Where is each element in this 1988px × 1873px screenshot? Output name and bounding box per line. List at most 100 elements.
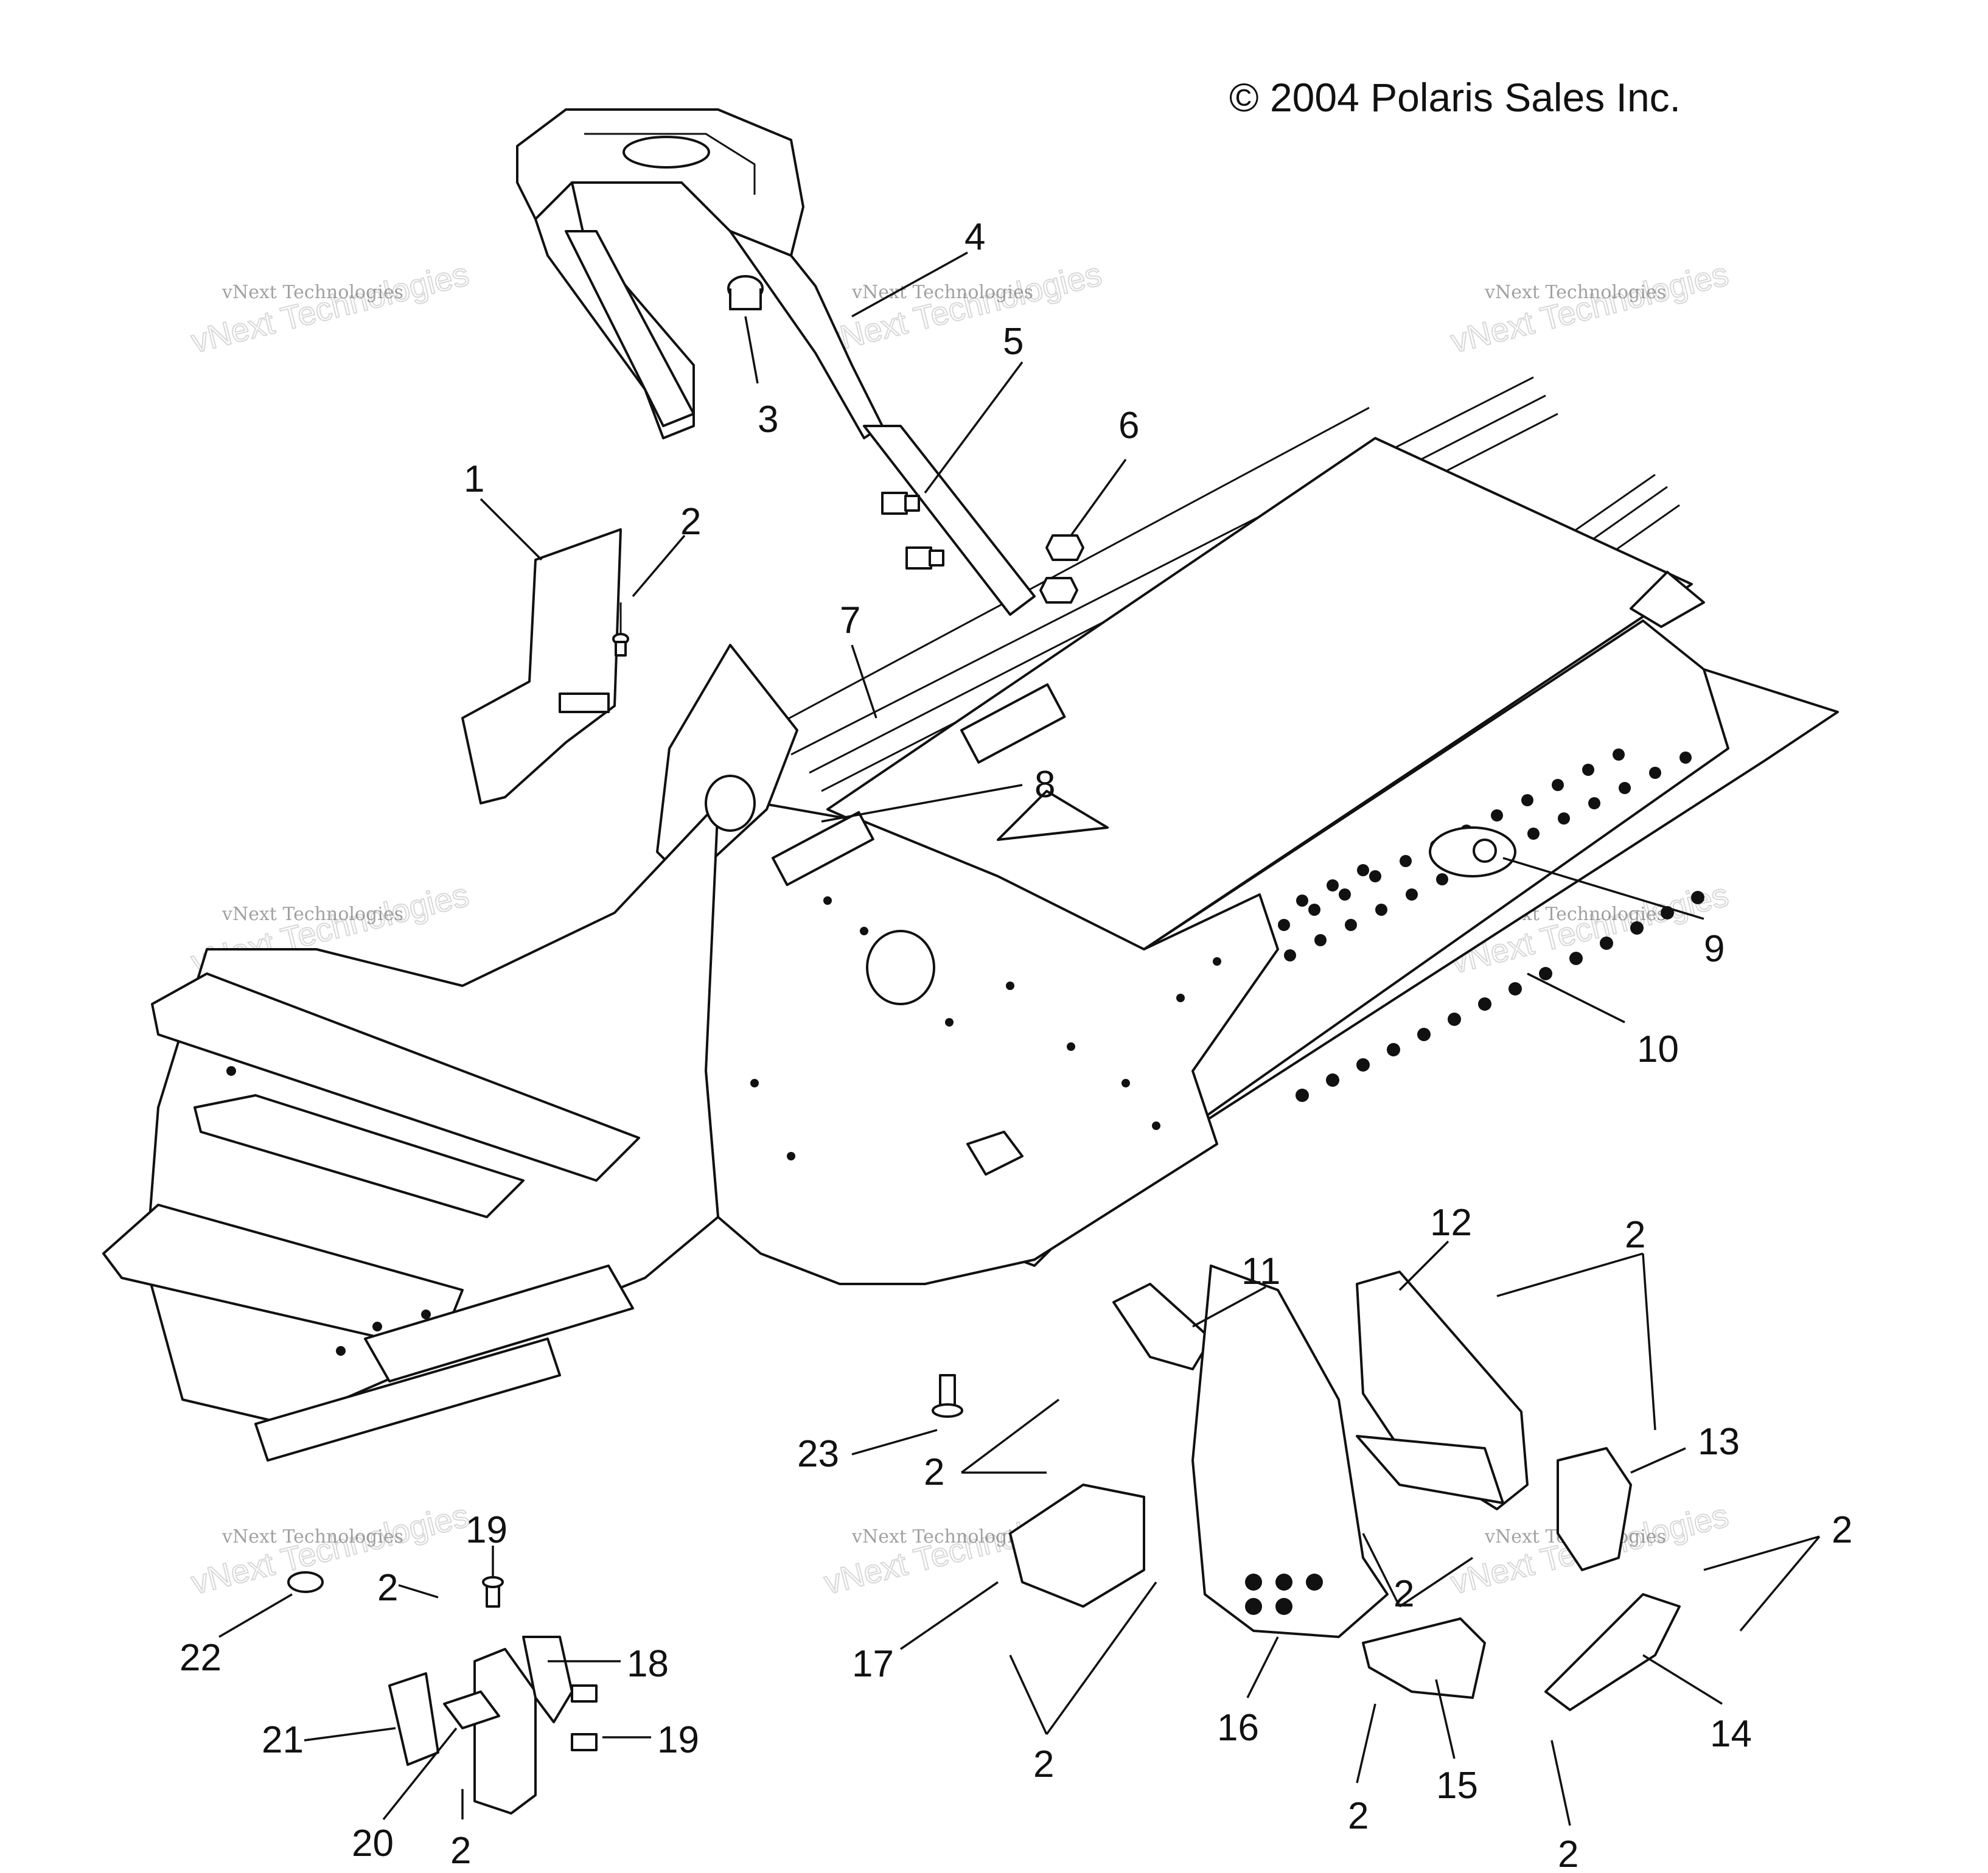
callout-2-right: 2 <box>1703 1509 1852 1632</box>
callout-label: 9 <box>1704 928 1725 970</box>
bolts-part-5 <box>881 492 944 570</box>
callout-label: 21 <box>262 1719 304 1761</box>
callout-label: 1 <box>464 458 484 500</box>
callout-20: 20 <box>352 1727 458 1864</box>
watermark-text: vNext Technologies <box>221 904 403 925</box>
bracket-part-15 <box>1362 1617 1486 1699</box>
callout-18: 18 <box>548 1643 669 1685</box>
screw-part-23 <box>932 1374 963 1418</box>
screws-part-19 <box>482 1576 598 1751</box>
plug-part-3 <box>727 275 764 310</box>
callout-label: 20 <box>352 1822 394 1864</box>
callout-label: 2 <box>680 501 701 543</box>
watermark-text: vNext Technologies <box>851 282 1033 303</box>
callout-label: 5 <box>1003 321 1024 363</box>
grommet-part-22 <box>287 1571 324 1593</box>
running-board-holes <box>1296 891 1704 1102</box>
callout-label: 2 <box>1832 1509 1852 1551</box>
callout-11: 11 <box>1192 1250 1280 1328</box>
bracket-part-18 <box>473 1648 537 1815</box>
watermark-text: vNext Technologies <box>221 1526 403 1547</box>
callout-8: 8 <box>821 764 1055 823</box>
watermark-text: vNext Technologies <box>820 256 1105 360</box>
callout-19-bottom: 19 <box>602 1719 699 1761</box>
callout-label: 2 <box>1348 1795 1369 1837</box>
callout-6: 6 <box>1070 405 1139 537</box>
callout-label: 7 <box>840 599 860 641</box>
watermark-top-right: vNext Technologies vNext Technologies <box>1446 255 1732 360</box>
callout-label: 2 <box>924 1451 944 1493</box>
watermark-top-center: vNext Technologies vNext Technologies <box>820 255 1106 360</box>
callout-label: 2 <box>1625 1214 1645 1256</box>
callout-2-center: 2 <box>924 1398 1060 1493</box>
callout-2-bottom: 2 <box>1348 1703 1376 1837</box>
spacer-part-20 <box>443 1690 500 1729</box>
callout-9: 9 <box>1502 857 1725 970</box>
callout-label: 11 <box>1241 1250 1280 1292</box>
callout-13: 13 <box>1630 1421 1740 1474</box>
callout-label: 2 <box>1393 1573 1414 1615</box>
callout-label: 4 <box>964 216 985 258</box>
callout-22: 22 <box>180 1593 293 1679</box>
callout-2-top-right: 2 <box>1496 1214 1656 1431</box>
callout-4: 4 <box>851 216 985 318</box>
callout-5: 5 <box>924 321 1024 494</box>
callouts: 1 2 3 4 5 6 7 <box>180 216 1852 1873</box>
plate-part-16 <box>1191 1264 1389 1638</box>
nuts-part-6 <box>1039 534 1084 604</box>
block-part-11 <box>1112 1283 1212 1370</box>
callout-label: 2 <box>377 1567 398 1609</box>
snow-flap-part-1 <box>461 528 622 804</box>
tunnel-holes <box>226 748 1692 1356</box>
bracket-part-14 <box>1544 1593 1681 1711</box>
callout-2-left: 2 <box>377 1567 439 1609</box>
callout-label: 8 <box>1034 764 1055 806</box>
decal-part-9 <box>1429 826 1516 877</box>
callout-1: 1 <box>464 458 543 561</box>
callout-7: 7 <box>840 599 877 719</box>
callout-label: 23 <box>797 1433 839 1475</box>
callout-label: 19 <box>657 1719 699 1761</box>
fastener-push-pin <box>612 602 629 657</box>
callout-label: 17 <box>852 1643 894 1685</box>
callout-19-top: 19 <box>466 1509 507 1576</box>
callout-label: 18 <box>627 1643 669 1685</box>
callout-label: 19 <box>466 1509 507 1551</box>
watermark-text: vNext Technologies <box>187 1497 472 1601</box>
callout-label: 2 <box>1033 1743 1054 1785</box>
callout-label: 14 <box>1710 1713 1752 1755</box>
callout-label: 6 <box>1118 405 1139 447</box>
rear-grab-bar <box>516 108 1036 616</box>
copyright-notice: © 2004 Polaris Sales Inc. <box>1229 75 1681 120</box>
watermark-text: vNext Technologies <box>187 256 472 360</box>
watermark-text: vNext Technologies <box>1447 256 1732 360</box>
chassis-tunnel <box>102 376 1839 1462</box>
watermark-text: vNext Technologies <box>221 282 403 303</box>
callout-label: 13 <box>1698 1421 1740 1463</box>
watermark-text: vNext Technologies <box>851 1526 1033 1547</box>
callout-2-bottom-left: 2 <box>450 1789 471 1872</box>
callout-label: 16 <box>1217 1707 1259 1749</box>
callout-2-lower-center: 2 <box>1009 1581 1157 1785</box>
callout-14: 14 <box>1642 1654 1752 1755</box>
cover-part-17 <box>1009 1484 1145 1608</box>
watermark-text: vNext Technologies <box>1484 282 1666 303</box>
callout-label: 3 <box>758 399 778 441</box>
callout-2-bottom-right: 2 <box>1550 1740 1578 1873</box>
callout-label: 10 <box>1637 1028 1679 1070</box>
callout-label: 2 <box>1558 1833 1578 1870</box>
callout-label: 15 <box>1436 1765 1478 1807</box>
callout-10: 10 <box>1527 972 1679 1070</box>
bracket-part-13 <box>1557 1447 1632 1571</box>
callout-label: 22 <box>180 1637 221 1679</box>
callout-2-flap: 2 <box>632 501 701 598</box>
plate-part-21 <box>388 1672 439 1766</box>
watermark-top-left: vNext Technologies vNext Technologies <box>187 255 473 360</box>
watermark-bottom-left: vNext Technologies vNext Technologies <box>187 1496 473 1602</box>
callout-17: 17 <box>852 1581 999 1685</box>
callout-21: 21 <box>262 1719 396 1761</box>
callout-12: 12 <box>1398 1202 1472 1291</box>
callout-16: 16 <box>1217 1636 1279 1749</box>
